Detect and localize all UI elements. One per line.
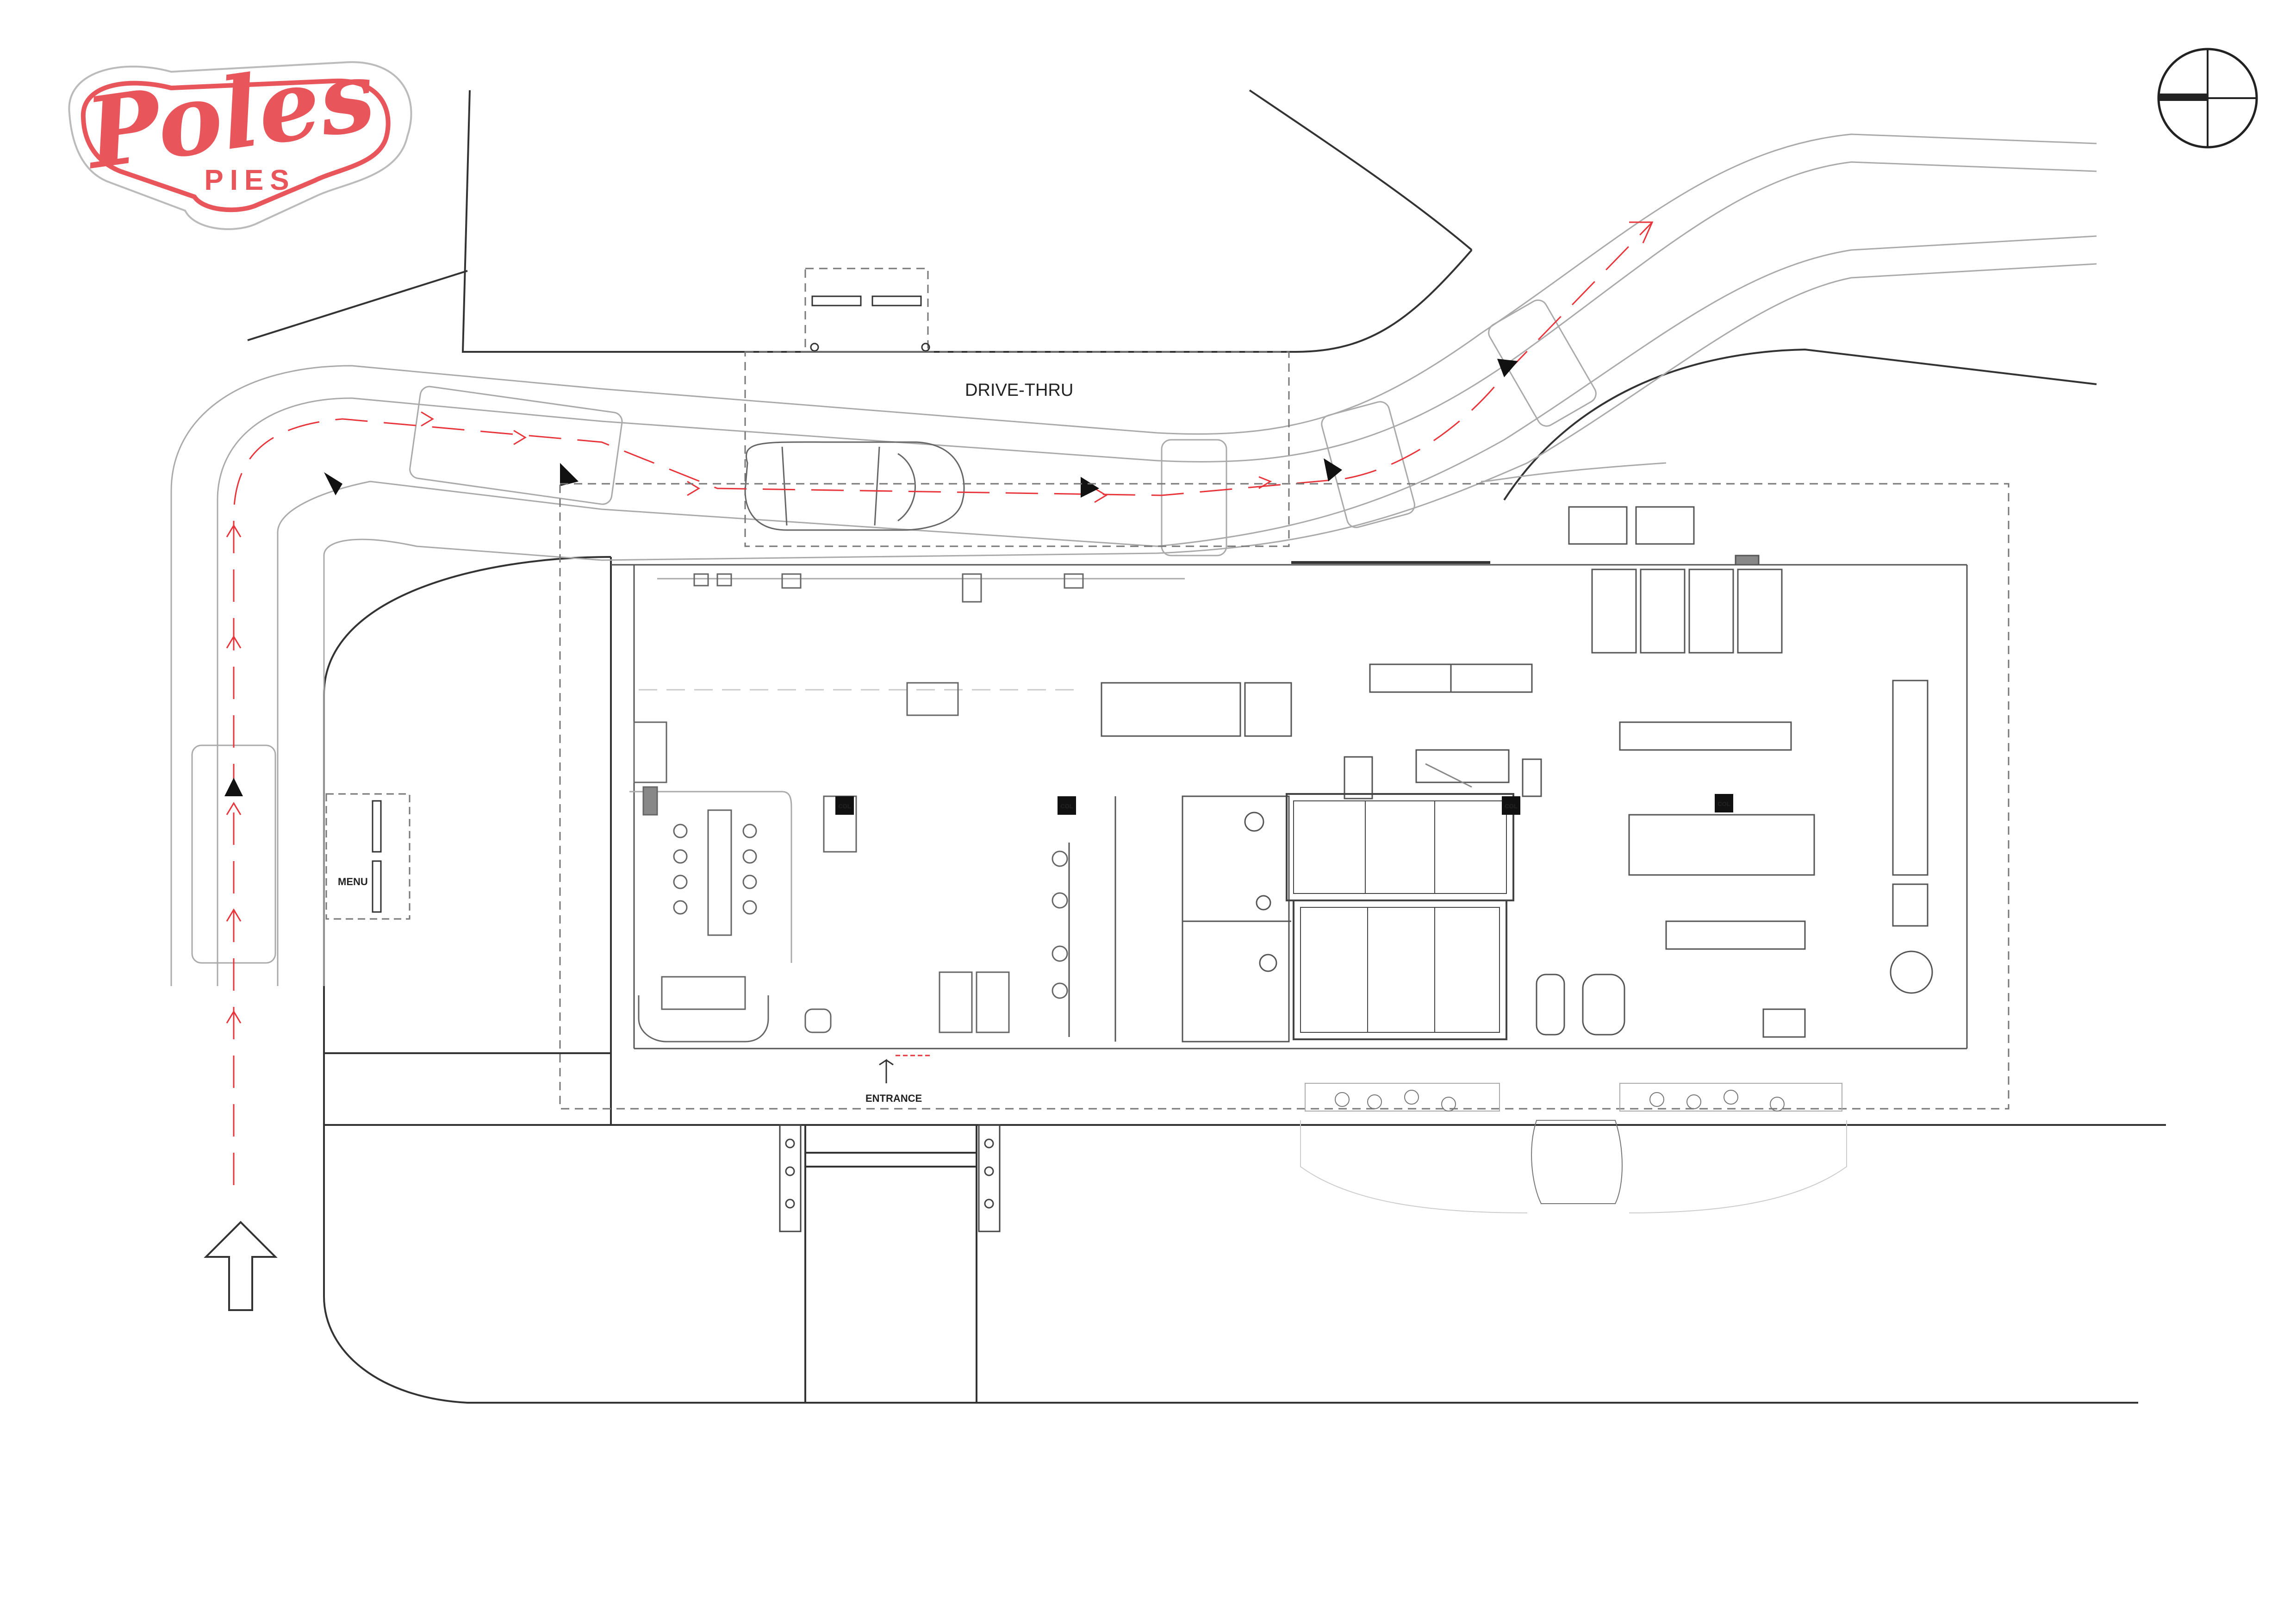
entrance-label: ENTRANCE bbox=[865, 1093, 922, 1104]
building-walls bbox=[611, 462, 1968, 1049]
col-tag: COL bbox=[1505, 803, 1518, 810]
menu-board bbox=[325, 793, 411, 920]
entry-direction-arrow bbox=[204, 1221, 278, 1311]
dining-area bbox=[629, 573, 1185, 1043]
drive-thru-window-details bbox=[810, 295, 930, 352]
route-chevrons bbox=[226, 221, 1654, 1024]
col-tag: COL bbox=[1717, 800, 1730, 807]
building-outline bbox=[559, 483, 2010, 1110]
kitchen-units bbox=[1286, 793, 1514, 1040]
kitchen-right bbox=[1536, 506, 1933, 1038]
service-area bbox=[1101, 663, 1542, 1043]
direction-arrow-icon bbox=[224, 359, 1518, 796]
planters bbox=[779, 1124, 1001, 1232]
drive-thru-zone bbox=[744, 268, 1290, 547]
logo: Poles PIES bbox=[68, 37, 412, 230]
drive-thru-route bbox=[233, 221, 1653, 1185]
menu-label: MENU bbox=[338, 876, 368, 887]
drive-thru-lane bbox=[170, 133, 2097, 986]
compass-icon bbox=[2157, 48, 2258, 149]
car-icon bbox=[744, 441, 965, 531]
column-tags: COL COL COL COL bbox=[835, 794, 1733, 815]
drive-thru-label: DRIVE-THRU bbox=[965, 381, 1073, 400]
col-tag: COL bbox=[838, 803, 851, 810]
site-boundaries bbox=[247, 89, 2166, 1404]
col-tag: COL bbox=[1060, 803, 1073, 810]
landscaping bbox=[1300, 1083, 1847, 1213]
entrance-arrow bbox=[879, 1055, 930, 1083]
logo-sub: PIES bbox=[204, 164, 295, 196]
